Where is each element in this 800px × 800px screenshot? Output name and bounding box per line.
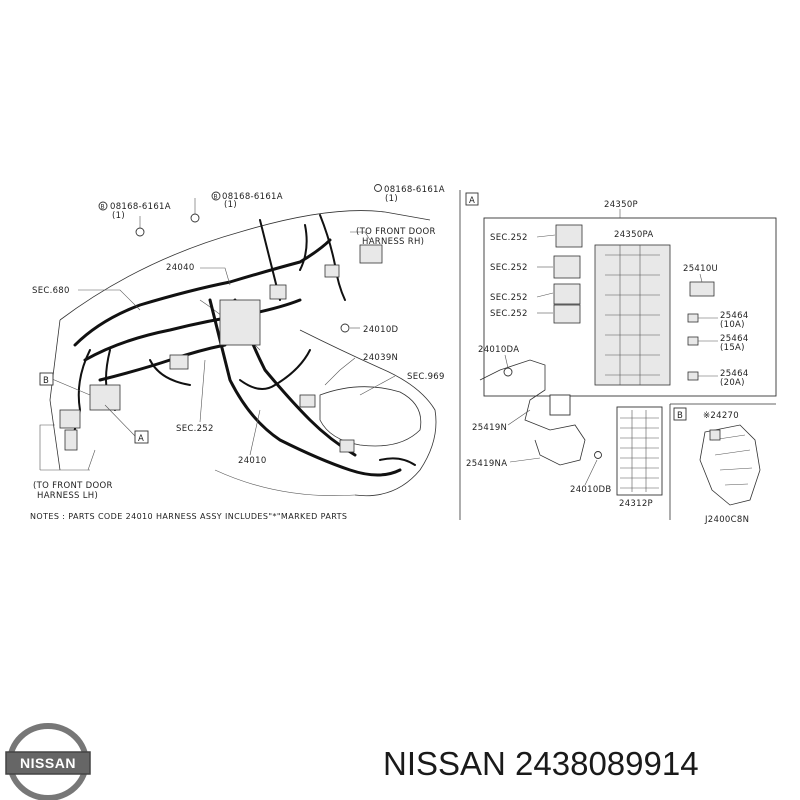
svg-text:(15A): (15A) [720,343,745,353]
svg-text:J2400C8N: J2400C8N [704,515,749,525]
label-sec252-main: SEC.252 [176,424,214,434]
ref-box-b: B [39,372,54,386]
svg-text:25410U: 25410U [683,264,718,274]
nissan-logo: NISSAN [5,723,91,800]
label-to-front-door-lh-1: (TO FRONT DOOR [33,481,113,491]
svg-text:25419NA: 25419NA [466,459,507,469]
svg-text:25464: 25464 [720,311,749,321]
svg-text:(1): (1) [224,200,237,210]
svg-text:NISSAN: NISSAN [20,755,76,771]
detail-a: A 24350P SEC.252 SEC.252 SEC.252 SEC.252… [465,192,777,509]
label-to-front-door-lh-2: HARNESS LH) [37,491,98,501]
svg-text:B: B [101,204,105,211]
svg-text:08168-6161A: 08168-6161A [222,192,283,202]
label-plate [616,406,663,496]
svg-text:A: A [469,196,475,206]
svg-text:24010DB: 24010DB [570,485,612,495]
svg-text:SEC.252: SEC.252 [490,263,528,273]
part-number-title: NISSAN 2438089914 [383,745,699,782]
svg-text:24010DA: 24010DA [478,345,519,355]
svg-text:24312P: 24312P [619,499,653,509]
ref-box-a: A [134,430,149,444]
svg-text:(20A): (20A) [720,378,745,388]
bolt-callout-3: 08168-6161A (1) [374,184,445,204]
bolt-callout-1: B 08168-6161A (1) [98,201,171,221]
label-to-front-door-rh-2: HARNESS RH) [362,237,424,247]
label-to-front-door-rh-1: (TO FRONT DOOR [356,227,436,237]
svg-text:(1): (1) [385,194,398,204]
svg-text:08168-6161A: 08168-6161A [110,202,171,212]
svg-text:SEC.252: SEC.252 [490,293,528,303]
svg-text:B: B [214,194,218,201]
svg-text:25464: 25464 [720,334,749,344]
svg-text:25464: 25464 [720,369,749,379]
svg-text:B: B [677,411,683,421]
label-24040: 24040 [166,263,195,273]
notes-text: NOTES : PARTS CODE 24010 HARNESS ASSY IN… [30,512,347,521]
svg-text:(10A): (10A) [720,320,745,330]
main-harness-view [39,198,437,497]
svg-text:B: B [43,376,49,386]
svg-text:08168-6161A: 08168-6161A [384,185,445,195]
label-sec969: SEC.969 [407,372,445,382]
label-24039n: 24039N [363,353,398,363]
svg-text:25419N: 25419N [472,423,507,433]
detail-b: B ※24270 J2400C8N [669,403,776,525]
label-24010: 24010 [238,456,267,466]
svg-text:※24270: ※24270 [703,411,739,421]
svg-text:24350PA: 24350PA [614,230,654,240]
svg-text:SEC.252: SEC.252 [490,309,528,319]
bolt-callout-2: B 08168-6161A (1) [211,191,283,210]
svg-text:A: A [138,434,144,444]
svg-text:24350P: 24350P [604,200,638,210]
label-24010d: 24010D [363,325,399,335]
svg-text:SEC.252: SEC.252 [490,233,528,243]
label-sec680: SEC.680 [32,286,70,296]
svg-text:(1): (1) [112,211,125,221]
